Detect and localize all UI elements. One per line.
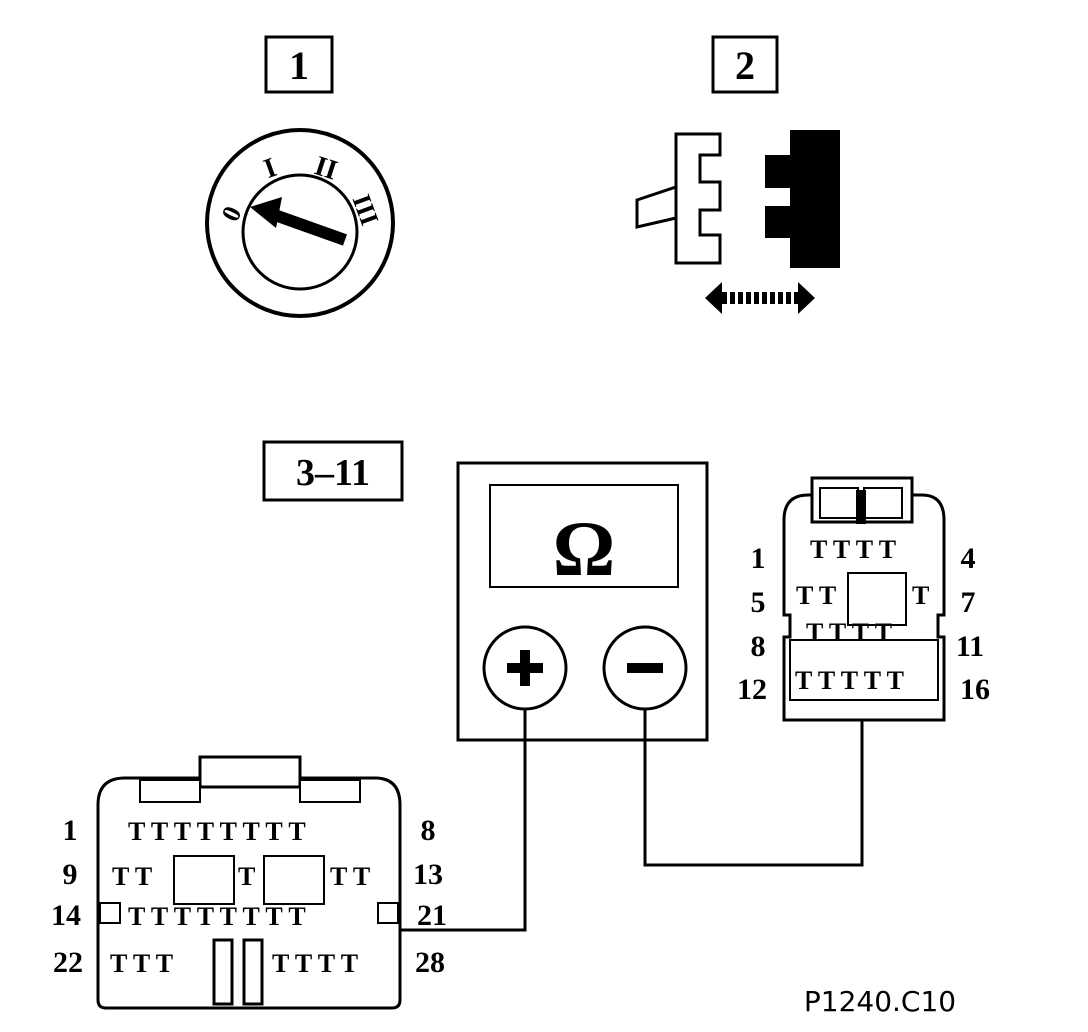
- ignition-switch-icon: 0 I II III: [205, 128, 395, 318]
- large-pin-21: 21: [417, 899, 447, 932]
- plus-terminal: [482, 625, 568, 711]
- figure-code: P1240.C10: [804, 985, 956, 1018]
- ohmmeter: Ω: [456, 461, 709, 742]
- step-1-box: 1: [264, 35, 334, 94]
- large-pin-1: 1: [63, 814, 78, 847]
- small-pin-16: 16: [960, 673, 990, 706]
- connector-28-pin: T T T T T T T T T T T T T T T T T T T T …: [51, 755, 447, 1010]
- large-pin-28: 28: [415, 946, 445, 979]
- large-pin-13: 13: [413, 858, 443, 891]
- small-pin-5: 5: [751, 586, 766, 619]
- step-3-label: 3–11: [296, 452, 370, 494]
- small-pin-1: 1: [751, 542, 766, 575]
- step-3-box: 3–11: [262, 440, 404, 502]
- connector-16-pin: T T T T T T T T T T T T T T T T 1 4 5 7 …: [737, 476, 990, 722]
- small-pin-7: 7: [961, 586, 976, 619]
- step-2-box: 2: [711, 35, 779, 94]
- test-leads: [398, 670, 864, 932]
- step-2-label: 2: [735, 43, 755, 88]
- large-pin-22: 22: [53, 946, 83, 979]
- connector-disconnect-icon: [635, 130, 840, 314]
- small-pin-8: 8: [751, 630, 766, 663]
- ohm-symbol: Ω: [553, 505, 615, 592]
- minus-terminal: [602, 625, 688, 711]
- large-pin-8: 8: [421, 814, 436, 847]
- small-pin-4: 4: [961, 542, 976, 575]
- small-connector-pins: T T T T T T T T T T T T T T T T: [795, 535, 935, 695]
- small-pin-11: 11: [956, 630, 984, 663]
- large-connector-pins: T T T T T T T T T T T T T T T T T T T T …: [110, 817, 376, 978]
- small-pin-12: 12: [737, 673, 767, 706]
- step-1-label: 1: [289, 43, 309, 88]
- large-pin-14: 14: [51, 899, 81, 932]
- large-pin-9: 9: [63, 858, 78, 891]
